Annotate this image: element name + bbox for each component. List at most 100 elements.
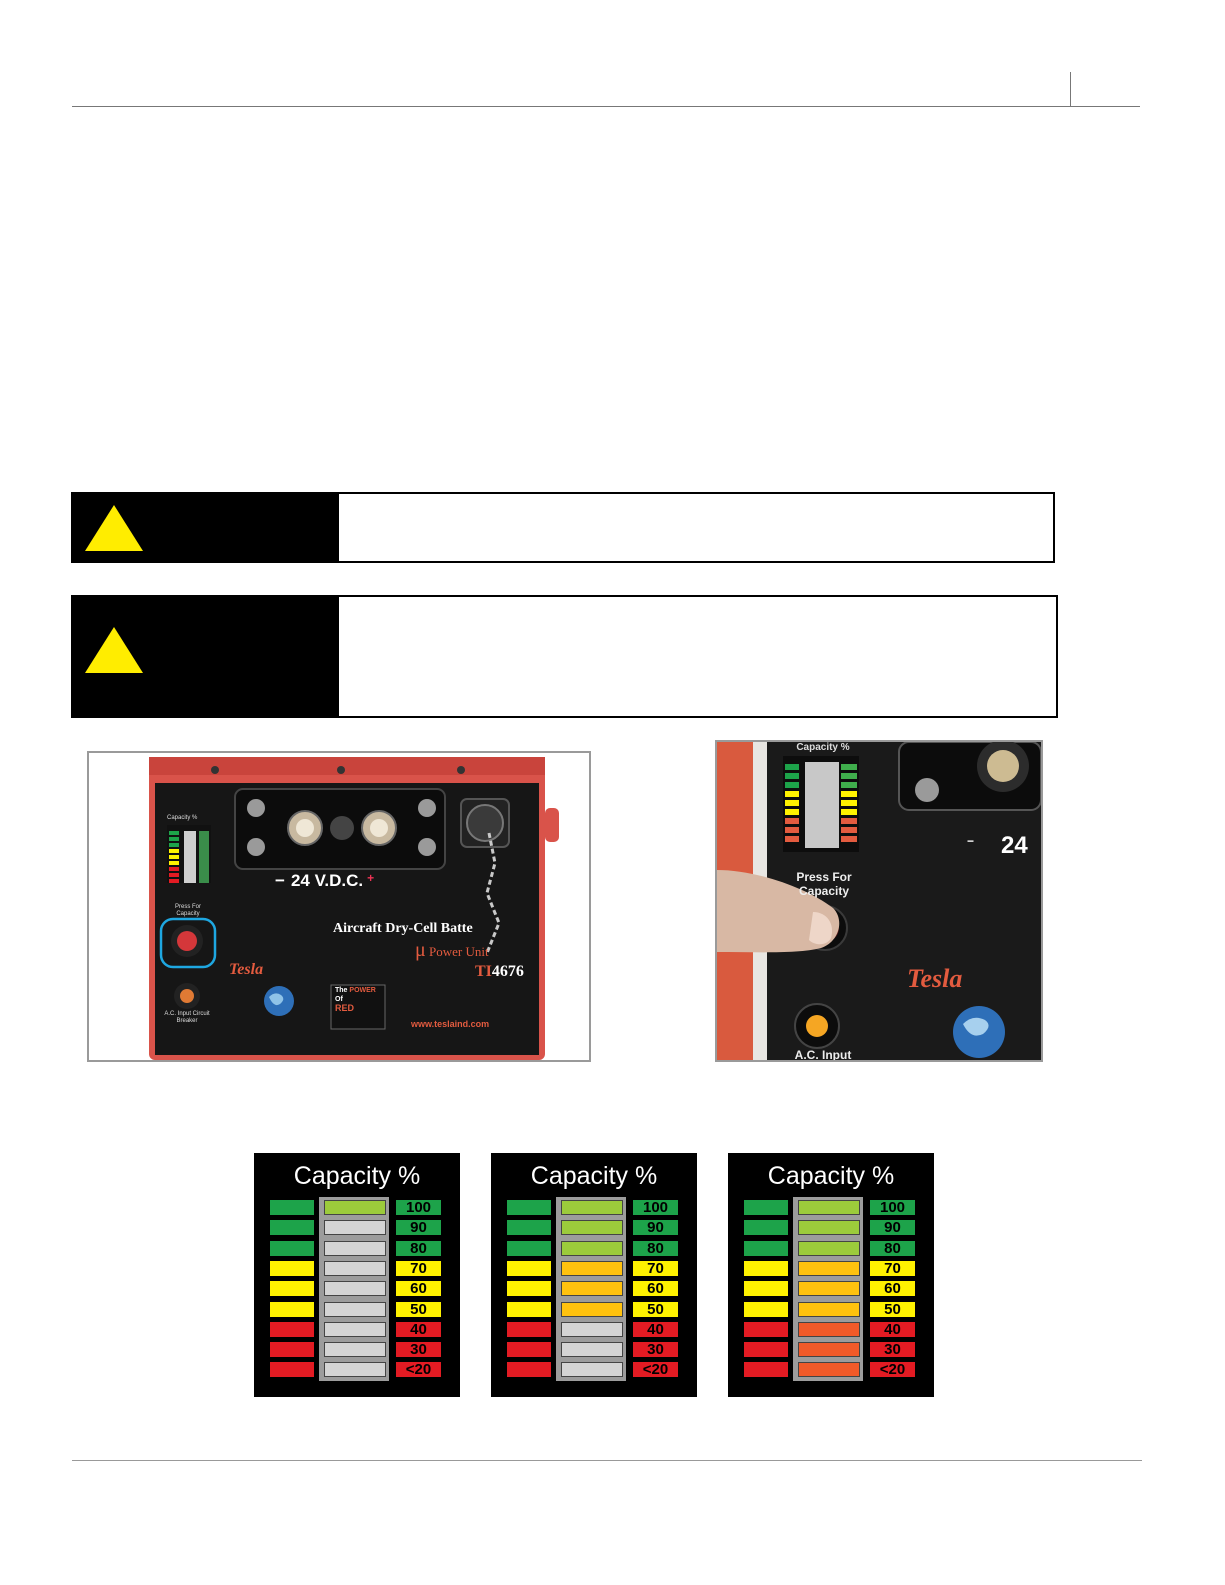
capacity-bar-segment <box>324 1260 386 1276</box>
level-label: 100 <box>396 1200 441 1215</box>
capacity-bar-segment <box>561 1281 623 1297</box>
warning-box-1 <box>71 492 1055 563</box>
circuit-breaker-label: A.C. Input Circuit Breaker <box>164 1011 210 1024</box>
capacity-bar-segment <box>561 1342 623 1358</box>
warning-triangle-icon <box>85 505 143 551</box>
level-led <box>744 1321 788 1337</box>
screw-icon <box>418 838 436 856</box>
footer-rule <box>72 1460 1142 1461</box>
capacity-bar-segment <box>324 1342 386 1358</box>
capacity-row: 50 <box>491 1301 697 1319</box>
capacity-row: 90 <box>728 1220 934 1237</box>
finger <box>717 870 840 953</box>
circuit-breaker-button[interactable] <box>180 989 194 1003</box>
warning-box-2 <box>71 595 1058 718</box>
capacity-row: 50 <box>254 1301 460 1319</box>
ac-input-label: A.C. Input <box>794 1048 852 1062</box>
level-led <box>744 1281 788 1297</box>
capacity-row: 90 <box>491 1220 697 1237</box>
level-led <box>270 1240 314 1256</box>
warning-triangle-icon <box>85 627 143 673</box>
capacity-row: 90 <box>254 1220 460 1237</box>
capacity-row: 30 <box>491 1342 697 1359</box>
capacity-bar-segment <box>561 1240 623 1256</box>
capacity-bar-segment <box>324 1362 386 1378</box>
capacity-row: <20 <box>728 1362 934 1379</box>
level-label: 50 <box>633 1301 678 1317</box>
level-label: 90 <box>633 1220 678 1236</box>
capacity-label: Capacity % <box>167 815 198 821</box>
capacity-bar-segment <box>798 1342 860 1358</box>
capacity-panel-title: Capacity % <box>767 1162 895 1190</box>
level-led <box>270 1342 314 1358</box>
capacity-bar-segment <box>324 1220 386 1236</box>
power-of-red-badge <box>330 984 386 1030</box>
level-label: 60 <box>396 1281 441 1297</box>
level-label: 70 <box>633 1260 678 1276</box>
website-label: www.teslaind.com <box>411 1019 490 1029</box>
header-rule <box>72 106 1140 107</box>
capacity-bar-segment <box>324 1321 386 1337</box>
capacity-row: 100 <box>254 1200 460 1217</box>
capacity-row: 60 <box>491 1281 697 1298</box>
capacity-bar-segment <box>561 1321 623 1337</box>
level-led <box>744 1362 788 1378</box>
brand-logo: Tesla <box>229 961 264 978</box>
level-label: 40 <box>870 1321 915 1337</box>
level-label: <20 <box>396 1362 441 1378</box>
capacity-bar-segment <box>798 1200 860 1215</box>
level-label: 80 <box>633 1240 678 1256</box>
level-label: <20 <box>633 1362 678 1378</box>
level-label: 40 <box>396 1321 441 1337</box>
capacity-row: 50 <box>728 1301 934 1319</box>
capacity-row: 70 <box>728 1260 934 1278</box>
screw-icon <box>915 778 939 802</box>
product-name: Aircraft Dry-Cell Batte <box>333 921 473 936</box>
level-led <box>507 1200 551 1215</box>
level-led <box>270 1301 314 1317</box>
level-label: 80 <box>396 1240 441 1256</box>
capacity-bar-segment <box>798 1281 860 1297</box>
level-label: 60 <box>633 1281 678 1297</box>
capacity-bar-segment <box>324 1200 386 1215</box>
level-led <box>744 1240 788 1256</box>
level-led <box>744 1342 788 1358</box>
capacity-row: 30 <box>254 1342 460 1359</box>
capacity-row: 40 <box>254 1321 460 1339</box>
capacity-row: <20 <box>491 1362 697 1379</box>
capacity-indicator-small <box>167 825 211 883</box>
capacity-bar-segment <box>561 1362 623 1378</box>
level-led <box>270 1321 314 1337</box>
level-label: <20 <box>870 1362 915 1378</box>
screw-icon <box>247 838 265 856</box>
press-for-capacity-button[interactable] <box>177 931 197 951</box>
capacity-indicator <box>783 756 859 852</box>
level-label: 30 <box>870 1342 915 1358</box>
level-led <box>507 1281 551 1297</box>
level-led <box>507 1362 551 1378</box>
level-label: 30 <box>633 1342 678 1358</box>
level-led <box>270 1260 314 1276</box>
model-number: TI4676 <box>475 963 524 980</box>
level-led <box>744 1220 788 1236</box>
capacity-bar-segment <box>798 1301 860 1317</box>
voltage-label: −24 V.D.C.+ <box>275 871 375 890</box>
capacity-row: <20 <box>254 1362 460 1379</box>
capacity-row: 30 <box>728 1342 934 1359</box>
level-label: 80 <box>870 1240 915 1256</box>
level-led <box>507 1260 551 1276</box>
level-led <box>744 1260 788 1276</box>
header-divider <box>1070 72 1071 107</box>
circuit-breaker-button[interactable] <box>806 1015 828 1037</box>
capacity-bar-segment <box>324 1240 386 1256</box>
screw-icon <box>418 799 436 817</box>
capacity-bar-segment <box>798 1220 860 1236</box>
level-led <box>270 1362 314 1378</box>
level-led <box>507 1342 551 1358</box>
level-label: 100 <box>633 1200 678 1215</box>
capacity-row: 100 <box>491 1200 697 1217</box>
brand-logo: Tesla <box>907 964 963 993</box>
